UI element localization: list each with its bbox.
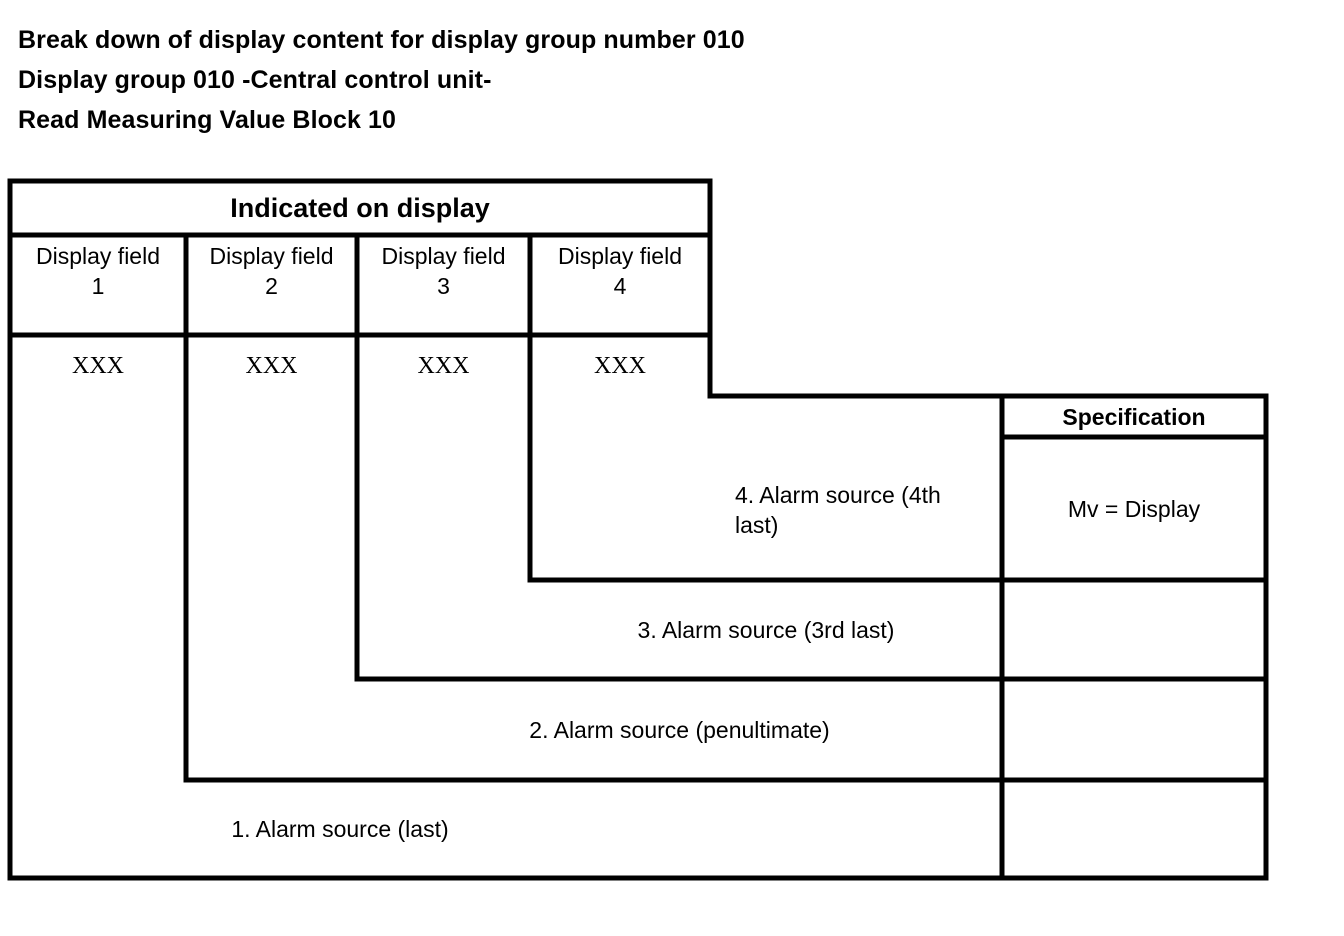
column-header-1: Display field 1 <box>10 241 186 301</box>
title-line-1: Break down of display content for displa… <box>18 26 745 54</box>
row-spec-1 <box>1002 780 1266 878</box>
title-line-3: Read Measuring Value Block 10 <box>18 106 397 134</box>
row-label-1: 1. Alarm source (last) <box>231 816 449 842</box>
value-cell-2: XXX <box>245 353 298 379</box>
row-label-4: 4. Alarm source (4th last) <box>735 482 941 538</box>
title-line-2: Display group 010 -Central control unit- <box>18 66 492 94</box>
spec-header-label: Specification <box>1062 403 1206 430</box>
row-spec-3 <box>1002 580 1266 679</box>
column-header-2-number: 2 <box>265 273 278 299</box>
row-spec-2 <box>1002 679 1266 780</box>
column-header-4-label: Display field <box>558 243 682 269</box>
column-header-4-number: 4 <box>613 273 627 299</box>
column-header-4: Display field 4 <box>530 241 710 301</box>
row-spec-4: Mv = Display <box>1067 495 1201 522</box>
column-header-3: Display field 3 <box>357 241 530 301</box>
column-header-1-label: Display field <box>36 243 160 269</box>
document-title-block: Break down of display content for displa… <box>18 20 1118 140</box>
value-cell-1: XXX <box>72 353 124 379</box>
column-header-1-number: 1 <box>91 273 105 299</box>
column-header-2: Display field 2 <box>186 241 357 301</box>
row-label-2: 2. Alarm source (penultimate) <box>529 716 830 743</box>
column-header-2-label: Display field <box>209 243 334 269</box>
column-header-3-number: 3 <box>437 273 450 299</box>
value-cell-4: XXX <box>594 353 646 379</box>
value-cell-3: XXX <box>417 353 470 379</box>
group-header-label: Indicated on display <box>230 193 490 223</box>
column-header-3-label: Display field <box>381 243 506 269</box>
row-label-3: 3. Alarm source (3rd last) <box>637 616 895 643</box>
